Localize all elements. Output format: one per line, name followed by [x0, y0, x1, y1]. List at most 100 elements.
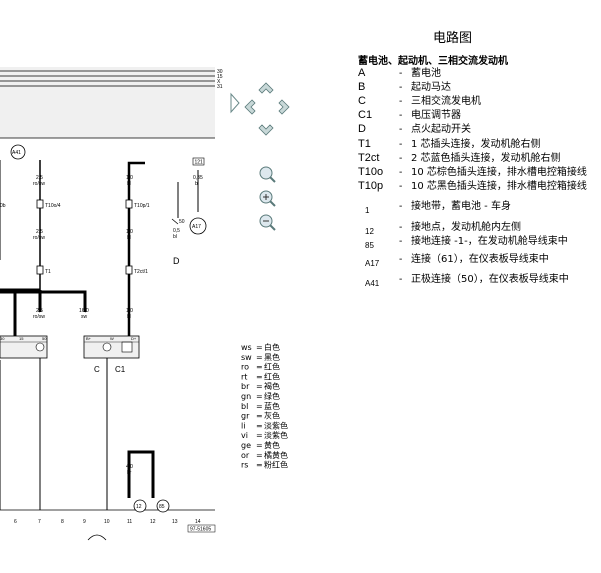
connector-a17-label: A17 [192, 224, 201, 230]
color-name: 灰色 [264, 411, 280, 421]
color-eq: = [256, 382, 263, 391]
column-numbers: 6 7 8 9 10 11 12 13 14 [14, 519, 201, 525]
ref-121-box [192, 157, 205, 166]
component-code: T10p [358, 180, 383, 192]
component-row: T10o-10 芯棕色插头连接，排水槽电控箱接线 [358, 165, 587, 178]
component-code: A [358, 67, 366, 79]
color-code: gn [241, 392, 251, 401]
color-legend-row: rs=粉红色 [241, 460, 288, 470]
pin-label: D+ [131, 336, 137, 341]
component-description: 2 芯蓝色插头连接，发动机舱右侧 [411, 151, 561, 164]
color-eq: = [256, 441, 263, 450]
component-dash: - [399, 139, 402, 150]
wire-size: 4,0 [126, 464, 133, 470]
pin-label: B+ [86, 336, 92, 341]
t10p1-plug [125, 199, 133, 209]
pin-label: 50 [42, 336, 47, 341]
t1-label: T1 [45, 269, 51, 275]
color-name: 粉红色 [264, 460, 288, 470]
wire-size: 1,0 [126, 308, 133, 314]
rail-label: 30 [217, 69, 223, 75]
color-legend-row: gr=灰色 [241, 411, 280, 421]
column-number: 9 [83, 519, 86, 525]
component-dash: - [399, 181, 402, 192]
zoom-icon[interactable] [259, 166, 276, 183]
component-row: T2ct-2 芯蓝色插头连接，发动机舱右侧 [358, 151, 561, 164]
component-dash: - [399, 124, 402, 135]
component-dash: - [399, 68, 402, 79]
color-eq: = [256, 451, 263, 460]
color-code: li [241, 421, 245, 430]
component-code: 1 [365, 206, 370, 215]
zoom-in-icon[interactable] [259, 190, 276, 207]
color-legend-row: rt=红色 [241, 371, 280, 381]
color-eq: = [256, 461, 263, 470]
color-eq: = [256, 431, 263, 440]
arrow-left-icon[interactable] [244, 99, 256, 115]
pin-label: W [110, 336, 114, 341]
arrow-up-right-icon[interactable] [278, 99, 290, 115]
color-name: 褐色 [264, 381, 280, 391]
component-code: T1 [358, 138, 371, 150]
color-code: or [241, 451, 250, 460]
color-legend-row: ge=黄色 [241, 440, 280, 450]
color-legend-row: vi=淡紫色 [241, 430, 288, 440]
component-description: 电压调节器 [411, 108, 461, 121]
component-code: C1 [358, 109, 372, 121]
wire-size: 0b [0, 203, 6, 209]
color-name: 绿色 [264, 391, 280, 401]
color-legend-row: li=淡紫色 [241, 420, 288, 430]
component-code: B [358, 81, 365, 93]
d-num: 50 [179, 219, 185, 225]
wiring [0, 144, 215, 511]
color-eq: = [256, 353, 263, 362]
component-row: T1 -1 芯插头连接，发动机舱右侧 [358, 137, 541, 150]
color-eq: = [256, 363, 263, 372]
column-number: 7 [38, 519, 41, 525]
rail-label: X [217, 79, 221, 85]
component-dash: - [399, 274, 402, 285]
column-number: 10 [104, 519, 110, 525]
connector-a41 [10, 144, 26, 160]
bus-bar [0, 67, 215, 139]
arrow-down-icon[interactable] [258, 124, 274, 136]
rail-label: 31 [217, 84, 223, 90]
ref-121-label: 121 [195, 160, 204, 166]
starter-box [0, 335, 48, 359]
color-code: br [241, 382, 250, 391]
component-row: T10p-10 芯黑色插头连接，排水槽电控箱接线 [358, 179, 587, 192]
column-number: 6 [14, 519, 17, 525]
component-dash: - [399, 96, 402, 107]
component-code: 85 [365, 241, 374, 250]
component-dash: - [399, 201, 402, 212]
column-number: 13 [172, 519, 178, 525]
component-description: 正极连接（50），在仪表板导线束中 [411, 272, 569, 285]
wire-color: ro/sw [33, 314, 45, 320]
color-code: gr [241, 412, 250, 421]
color-code: rt [241, 372, 247, 381]
arrow-right-icon[interactable] [230, 92, 240, 114]
zoom-out-icon[interactable] [259, 214, 276, 231]
wire-color: bl [127, 181, 131, 187]
color-eq: = [256, 421, 263, 430]
component-dash: - [399, 82, 402, 93]
component-description: 1 芯插头连接，发动机舱右侧 [411, 137, 541, 150]
component-code: T10o [358, 166, 383, 178]
component-dash: - [399, 236, 402, 247]
component-row: A-蓄电池 [358, 66, 441, 79]
column-number: 8 [61, 519, 64, 525]
t10o4-label: T10o/4 [45, 203, 61, 209]
color-name: 橘黄色 [264, 450, 288, 460]
arrow-up-left-icon[interactable] [258, 82, 274, 94]
wire-color: bl [173, 234, 177, 240]
color-legend-row: ws=白色 [241, 342, 280, 352]
component-description: 10 芯棕色插头连接，排水槽电控箱接线 [411, 165, 587, 178]
ground-12-label: 12 [136, 504, 142, 510]
color-legend-row: gn =绿色 [241, 391, 280, 401]
component-description: 点火起动开关 [411, 122, 471, 135]
color-eq: = [256, 392, 263, 401]
d-label: D [173, 256, 180, 266]
component-dash: - [399, 110, 402, 121]
color-legend-row: ro=红色 [241, 362, 280, 372]
t2ct1-plug [125, 265, 133, 275]
